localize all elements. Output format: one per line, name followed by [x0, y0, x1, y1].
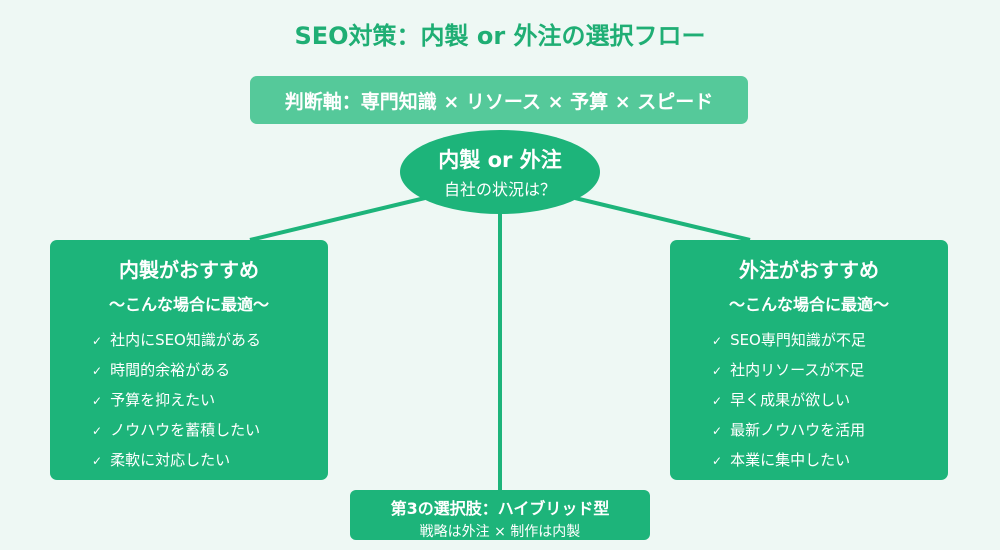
check-icon: ✓ [92, 334, 103, 348]
check-icon: ✓ [712, 454, 723, 468]
inhouse-box: 内製がおすすめ 〜こんな場合に最適〜 ✓ 社内にSEO知識がある ✓ 時間的余裕があ… [50, 240, 328, 480]
list-item-text: 時間的余裕がある [110, 361, 231, 379]
inhouse-subtitle: 〜こんな場合に最適〜 [108, 295, 269, 314]
decision-title: 内製 or 外注 [438, 148, 562, 172]
outsource-box: 外注がおすすめ 〜こんな場合に最適〜 ✓ SEO専門知識が不足 ✓ 社内リソースが不… [670, 240, 948, 480]
check-icon: ✓ [92, 454, 103, 468]
list-item: ✓ 本業に集中したい [712, 445, 948, 475]
list-item-text: 最新ノウハウを活用 [730, 421, 866, 439]
diagram-title: SEO対策：内製 or 外注の選択フロー [294, 22, 706, 50]
check-icon: ✓ [712, 334, 723, 348]
list-item: ✓ 早く成果が欲しい [712, 385, 948, 415]
list-item: ✓ 社内リソースが不足 [712, 355, 948, 385]
check-icon: ✓ [712, 424, 723, 438]
list-item: ✓ ノウハウを蓄積したい [92, 415, 328, 445]
hybrid-box: 第3の選択肢：ハイブリッド型 戦略は外注 × 制作は内製 [350, 490, 650, 540]
inhouse-title: 内製がおすすめ [119, 258, 259, 282]
criteria-banner: 判断軸：専門知識 × リソース × 予算 × スピード [250, 76, 748, 124]
check-icon: ✓ [92, 394, 103, 408]
connector-right [574, 196, 751, 242]
decision-subtitle: 自社の状況は？ [443, 180, 556, 199]
list-item-text: 社内リソースが不足 [730, 361, 865, 379]
list-item-text: ノウハウを蓄積したい [110, 421, 261, 439]
check-icon: ✓ [712, 394, 723, 408]
list-item: ✓ 柔軟に対応したい [92, 445, 328, 475]
decision-node-shape [400, 130, 600, 214]
list-item-text: 柔軟に対応したい [110, 451, 231, 469]
list-item-text: SEO専門知識が不足 [730, 331, 866, 349]
check-icon: ✓ [92, 364, 103, 378]
connector-left [249, 196, 426, 242]
list-item-text: 社内にSEO知識がある [110, 331, 261, 349]
check-icon: ✓ [92, 424, 103, 438]
list-item: ✓ 社内にSEO知識がある [92, 325, 328, 355]
outsource-title: 外注がおすすめ [739, 258, 879, 282]
list-item: ✓ SEO専門知識が不足 [712, 325, 948, 355]
list-item-text: 予算を抑えたい [110, 391, 216, 409]
list-item: ✓ 予算を抑えたい [92, 385, 328, 415]
list-item-text: 本業に集中したい [730, 451, 851, 469]
list-item: ✓ 最新ノウハウを活用 [712, 415, 948, 445]
hybrid-title: 第3の選択肢：ハイブリッド型 [390, 499, 610, 518]
list-item-text: 早く成果が欲しい [730, 391, 851, 409]
criteria-text: 判断軸：専門知識 × リソース × 予算 × スピード [284, 90, 714, 113]
decision-node: 内製 or 外注 自社の状況は？ [400, 130, 600, 214]
outsource-subtitle: 〜こんな場合に最適〜 [728, 295, 889, 314]
list-item: ✓ 時間的余裕がある [92, 355, 328, 385]
check-icon: ✓ [712, 364, 723, 378]
hybrid-subtitle: 戦略は外注 × 制作は内製 [419, 524, 581, 540]
